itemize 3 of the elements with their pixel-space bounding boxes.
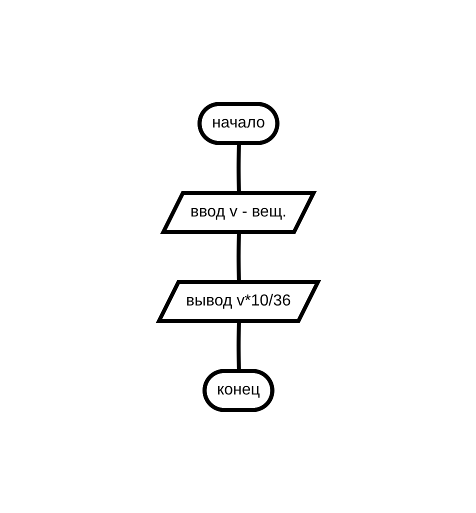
connector bbox=[236, 232, 240, 282]
connector bbox=[236, 320, 240, 372]
connector bbox=[236, 142, 240, 194]
